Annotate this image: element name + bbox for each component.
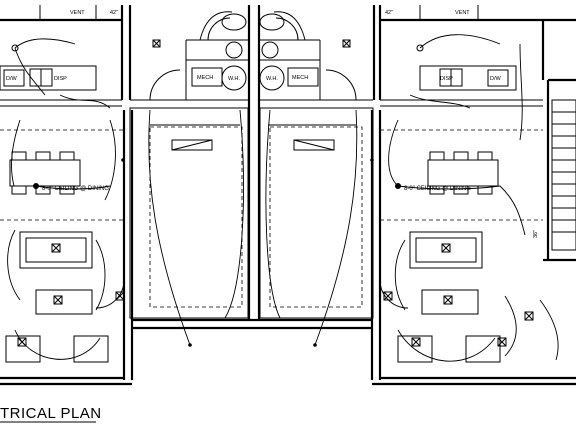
circuit-wiring xyxy=(7,11,559,362)
ceiling-light-icon xyxy=(11,44,19,52)
outlet-dot xyxy=(121,158,125,162)
water-heater-right xyxy=(259,65,285,91)
fixture-x-09 xyxy=(497,337,507,347)
fixture-x-05 xyxy=(441,243,451,253)
fixture-x-01 xyxy=(152,39,161,48)
disp-label-left: DISP xyxy=(54,76,67,82)
fixture-x-08 xyxy=(411,337,421,347)
fixture-x-03 xyxy=(51,243,61,253)
vent-label-left: VENT xyxy=(70,10,85,16)
dishwasher-right xyxy=(487,69,509,87)
fixture-x-10 xyxy=(524,311,534,321)
outlet-dot xyxy=(313,343,317,347)
door-swings xyxy=(95,17,409,309)
dw-label-right: D/W xyxy=(490,76,502,82)
garage-outlines xyxy=(0,126,543,308)
fixture-x-12 xyxy=(115,291,125,301)
dw-label-left: D/W xyxy=(6,76,18,82)
light-fixtures xyxy=(11,39,534,347)
dining-tables xyxy=(9,151,499,195)
mech-label-right: MECH xyxy=(292,75,308,81)
height-label-right: 42" xyxy=(385,10,393,16)
kitchen-counters xyxy=(0,65,517,91)
ceiling-note-right: 8-0" CEILING @ DINING xyxy=(404,186,471,192)
ceiling-light-icon xyxy=(416,44,424,52)
garage-vent-right xyxy=(293,139,335,151)
wh-label-left: W.H. xyxy=(228,76,240,82)
height-label-left: 42" xyxy=(110,10,118,16)
mech-rooms xyxy=(191,13,319,91)
wh-label-right: W.H. xyxy=(266,76,278,82)
exterior-walls xyxy=(0,5,576,386)
dishwasher-left xyxy=(3,69,25,87)
drawing-title: TRICAL PLAN xyxy=(0,405,102,422)
fixture-x-04 xyxy=(53,295,63,305)
fixture-x-11 xyxy=(383,291,393,301)
height-label-stair: 36" xyxy=(533,230,539,238)
vent-label-right: VENT xyxy=(455,10,470,16)
disp-label-right: DISP xyxy=(440,76,453,82)
outlet-dot xyxy=(188,343,192,347)
fixture-x-06 xyxy=(443,295,453,305)
stairs xyxy=(551,99,576,251)
garage-vent-left xyxy=(171,139,213,151)
living-furniture xyxy=(5,231,501,363)
annotations: VENT 42" VENT 42" D/W DISP DISP D/W MECH… xyxy=(0,10,539,423)
mech-label-left: MECH xyxy=(197,75,213,81)
fixture-x-02 xyxy=(342,39,351,48)
ceiling-note-left: 8-0" CEILING @ DINING xyxy=(42,186,109,192)
fixture-x-07 xyxy=(17,337,27,347)
pendant-light-icon xyxy=(33,183,39,189)
water-heater-left xyxy=(221,65,247,91)
pendant-light-icon xyxy=(395,183,401,189)
outlet-dot xyxy=(370,158,374,162)
interior-partitions xyxy=(0,5,543,319)
